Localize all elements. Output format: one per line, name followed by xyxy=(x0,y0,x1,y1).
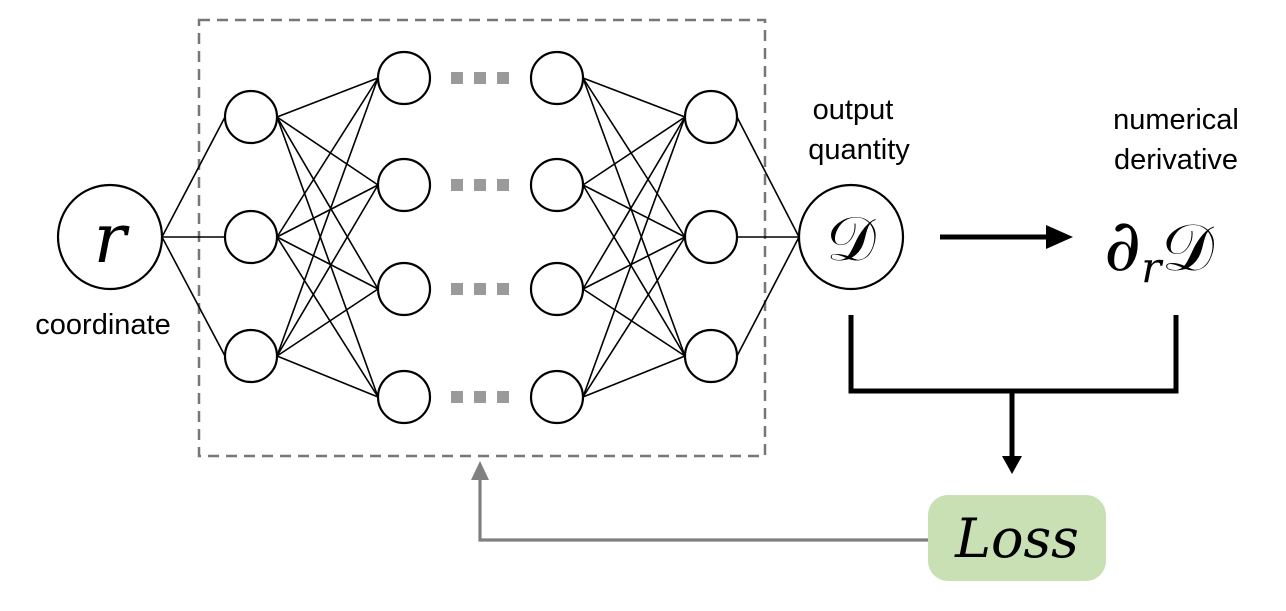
loss-box xyxy=(928,495,1106,581)
derivative-subscript: r xyxy=(1141,243,1164,292)
edge-layer-3-to-layer-4 xyxy=(582,355,686,398)
ellipsis-dot xyxy=(451,72,463,84)
ellipsis-dot xyxy=(497,283,509,295)
ellipsis-dot xyxy=(497,179,509,191)
hidden-layer-4-node xyxy=(683,328,739,384)
hidden-layer-4-node xyxy=(683,89,739,145)
hidden-layer-1-node xyxy=(223,209,279,265)
hidden-layer-2-node xyxy=(376,157,432,213)
edge-layer-1-to-layer-2 xyxy=(276,236,379,290)
hidden-layer-3-node xyxy=(529,50,585,106)
hidden-layer-2-node xyxy=(376,261,432,317)
loss-label: Loss xyxy=(954,507,1079,570)
loss-bracket xyxy=(848,315,1179,394)
input-symbol: r xyxy=(94,200,130,279)
ellipsis-dot xyxy=(497,391,509,403)
derivative-label-line-2: derivative xyxy=(1114,144,1238,176)
hidden-layer-3-node xyxy=(529,261,585,317)
network-edges xyxy=(161,77,800,398)
network-frame xyxy=(197,18,767,458)
output-symbol: 𝒟 xyxy=(826,202,876,275)
input-node xyxy=(56,183,164,291)
edge-layer-1-to-layer-2 xyxy=(276,77,379,118)
edge-layer-1-to-layer-2 xyxy=(276,116,379,398)
ellipsis-dot xyxy=(474,72,486,84)
hidden-layer-1-node xyxy=(223,328,279,384)
edge-layer-3-to-layer-4 xyxy=(582,116,686,398)
ellipsis-dot xyxy=(451,391,463,403)
feedback-arrow-line xyxy=(478,478,928,542)
edge-layer-3-to-layer-4 xyxy=(582,116,686,186)
hidden-layer-1-node xyxy=(223,89,279,145)
derivative-label-line-1: numerical xyxy=(1113,104,1239,136)
edge-layer-1-to-layer-2 xyxy=(276,77,379,357)
edge-layer-3-to-layer-4 xyxy=(582,77,686,357)
ellipsis-dot xyxy=(474,283,486,295)
edge-layer-1-to-layer-2 xyxy=(276,116,379,186)
derivative-expression: ∂r𝒟 xyxy=(1104,203,1214,292)
ellipsis-dot xyxy=(497,72,509,84)
output-node xyxy=(797,183,905,291)
edge-layer-1-to-layer-2 xyxy=(276,184,379,238)
hidden-layer-2-node xyxy=(376,50,432,106)
edge-layer-3-to-layer-4 xyxy=(582,184,686,238)
output-label-line-1: output xyxy=(813,94,894,126)
edge-input-to-layer-1 xyxy=(161,116,226,238)
edge-layer-1-to-layer-2 xyxy=(276,288,379,357)
layer-ellipses xyxy=(451,72,509,403)
feedback-arrow-head xyxy=(471,461,489,480)
loss-arrow-head xyxy=(1002,456,1022,474)
edge-layer-3-to-layer-4 xyxy=(582,77,686,238)
ellipsis-dot xyxy=(474,179,486,191)
edge-layer-4-to-output xyxy=(736,236,800,357)
edge-layer-1-to-layer-2 xyxy=(276,236,379,398)
edge-layer-3-to-layer-4 xyxy=(582,116,686,290)
edge-layer-1-to-layer-2 xyxy=(276,355,379,398)
ellipsis-dot xyxy=(451,283,463,295)
edge-layer-1-to-layer-2 xyxy=(276,184,379,357)
ellipsis-dot xyxy=(474,391,486,403)
derivative-arrow-head xyxy=(1046,225,1073,249)
edge-layer-1-to-layer-2 xyxy=(276,116,379,290)
hidden-layer-3-node xyxy=(529,369,585,425)
edge-layer-3-to-layer-4 xyxy=(582,184,686,357)
edge-layer-3-to-layer-4 xyxy=(582,77,686,118)
output-label-line-2: quantity xyxy=(808,134,910,166)
edge-layer-4-to-output xyxy=(736,116,800,238)
edge-input-to-layer-1 xyxy=(161,236,226,357)
edge-layer-3-to-layer-4 xyxy=(582,236,686,290)
input-label: coordinate xyxy=(35,309,170,341)
edge-layer-3-to-layer-4 xyxy=(582,288,686,357)
network-nodes xyxy=(223,50,739,425)
hidden-layer-4-node xyxy=(683,209,739,265)
hidden-layer-3-node xyxy=(529,157,585,213)
edge-layer-3-to-layer-4 xyxy=(582,236,686,398)
derivative-operator: ∂ xyxy=(1104,203,1141,287)
ellipsis-dot xyxy=(451,179,463,191)
hidden-layer-2-node xyxy=(376,369,432,425)
edge-layer-1-to-layer-2 xyxy=(276,77,379,238)
derivative-symbol: 𝒟 xyxy=(1161,209,1214,286)
